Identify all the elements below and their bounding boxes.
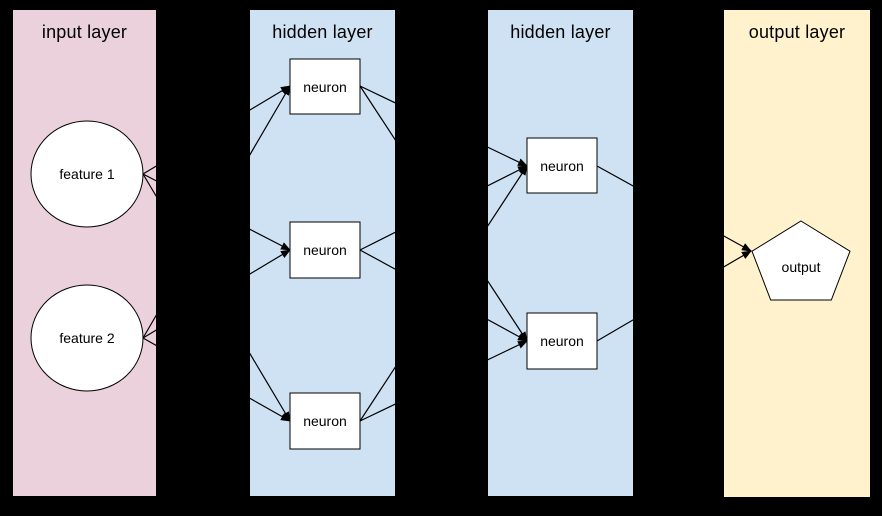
layer-title-output: output layer [748,22,846,42]
layer-title-input: input layer [41,22,128,42]
layer-panel-hidden1: hidden layer [250,10,395,496]
layer-panel-input: input layer [13,10,156,496]
layer-title-hidden1: hidden layer [272,22,373,42]
layer-title-hidden2: hidden layer [510,22,611,42]
layer-panel-output: output layer [724,10,870,497]
layer-panel-hidden2: hidden layer [488,10,633,496]
